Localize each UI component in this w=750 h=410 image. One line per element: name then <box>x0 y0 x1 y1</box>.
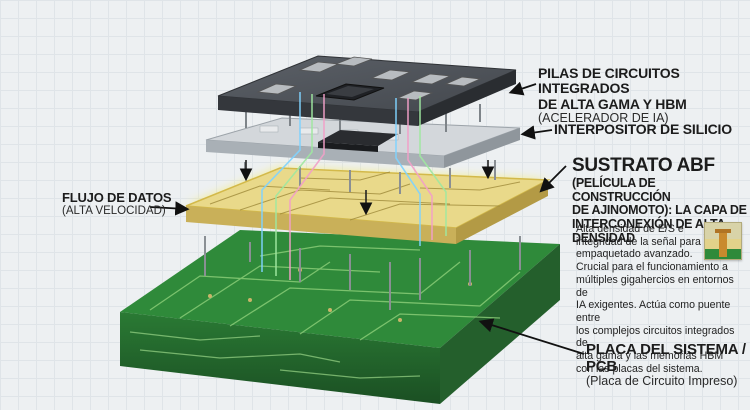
abf-desc-line-8: alta gama y las memorias HBM <box>576 350 724 363</box>
via-cross-section-icon <box>704 222 742 260</box>
abf-desc-line-9: con las placas del sistema. <box>576 362 703 375</box>
substrate-pins <box>204 236 521 310</box>
pcb-callout: PLACA DEL SISTEMA / PCB (Placa de Circui… <box>586 341 750 389</box>
abf-subtitle-line-3: INTERCONEXIÓN DE ALTA DENSIDAD <box>572 217 725 245</box>
abf-desc-line-2: integridad de la señal para <box>576 235 701 248</box>
abf-subtitle-line-2: DE AJINOMOTO): LA CAPA DE <box>572 203 747 218</box>
hbm-ic-stack <box>217 55 517 126</box>
abf-desc-line-4: Crucial para el funcionamiento a <box>576 261 728 274</box>
abf-callout: SUSTRATO ABF (PELÍCULA DE CONSTRUCCIÓN D… <box>572 155 750 246</box>
callout-arrows <box>149 81 585 355</box>
abf-desc-line-5: múltiples gigahercios en entornos de <box>576 273 734 299</box>
data-flow-lines <box>261 92 447 280</box>
hbm-title-line-2: DE ALTA GAMA Y HBM <box>538 95 687 112</box>
interposer-title: INTERPOSITOR DE SILICIO <box>554 121 732 137</box>
pcb-board <box>120 230 560 404</box>
abf-subtitle-line-1: (PELÍCULA DE CONSTRUCCIÓN <box>572 175 671 204</box>
pcb-title: PLACA DEL SISTEMA / PCB <box>586 341 746 375</box>
hbm-subtitle: (ACELERADOR DE IA) <box>538 111 669 126</box>
data-flow-title: FLUJO DE DATOS <box>62 190 172 205</box>
data-flow-subtitle: (ALTA VELOCIDAD) <box>62 205 166 218</box>
abf-description: Alta densidad de E/S e integridad de la … <box>576 223 748 375</box>
abf-title: SUSTRATO ABF <box>572 155 715 176</box>
interposer-pins <box>244 160 496 194</box>
abf-desc-line-1: Alta densidad de E/S e <box>576 223 684 235</box>
hbm-callout: PILAS DE CIRCUITOS INTEGRADOS DE ALTA GA… <box>538 65 750 126</box>
hbm-title-line-1: PILAS DE CIRCUITOS INTEGRADOS <box>538 65 680 97</box>
data-flow-callout: FLUJO DE DATOS (ALTA VELOCIDAD) <box>62 190 172 218</box>
central-chip <box>318 130 398 152</box>
vertical-arrows <box>239 160 495 216</box>
abf-desc-line-7: los complejos circuitos integrados de <box>576 324 735 350</box>
pcb-subtitle: (Placa de Circuito Impreso) <box>586 374 738 388</box>
interposer-callout: INTERPOSITOR DE SILICIO <box>554 121 750 137</box>
abf-desc-line-3: empaquetado avanzado. <box>576 248 693 261</box>
abf-desc-line-6: IA exigentes. Actúa como puente entre <box>576 299 731 324</box>
